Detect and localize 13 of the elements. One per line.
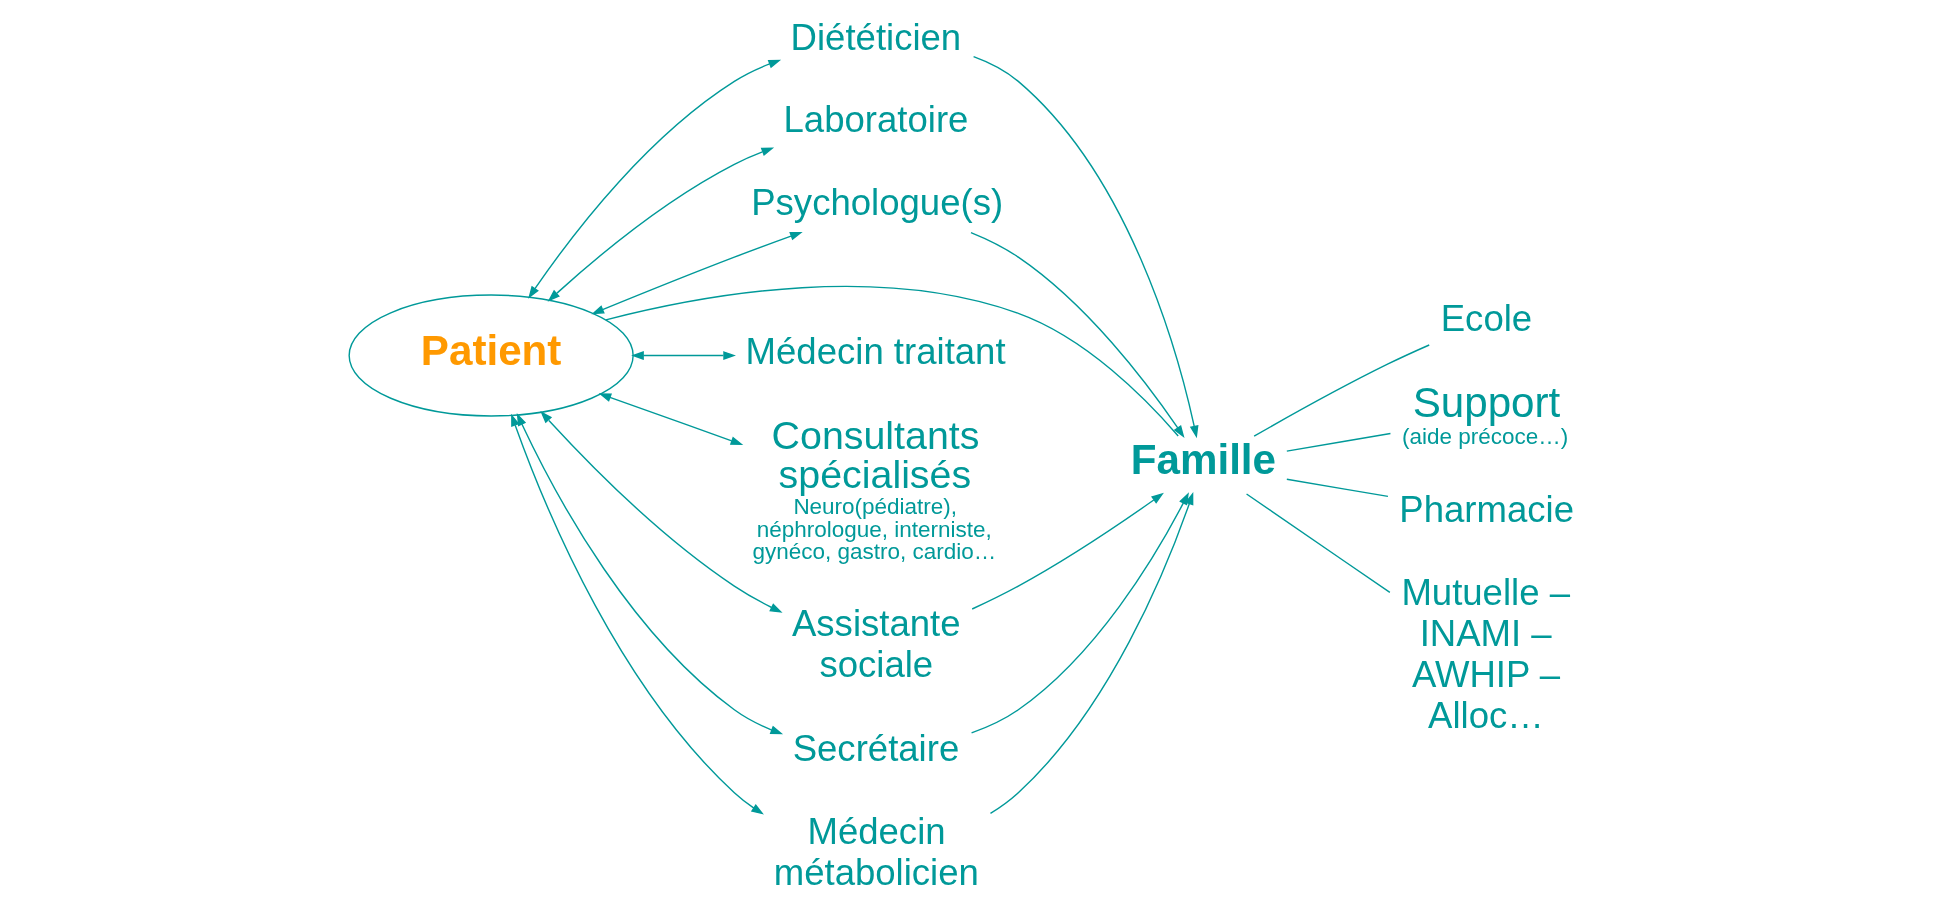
node-text: Médecin traitant <box>745 330 1006 372</box>
node-text: Psychologue(s) <box>751 181 1004 223</box>
node-text: Famille <box>1130 435 1277 483</box>
node-text: Mutuelle – INAMI – AWHIP – Alloc… <box>1401 571 1571 736</box>
node-text: Médecin métabolicien <box>773 810 979 893</box>
node-text: Ecole <box>1440 297 1533 339</box>
node-text: Diététicien <box>790 15 962 57</box>
node-text: Pharmacie <box>1399 488 1574 530</box>
node-text: Laboratoire <box>783 98 969 140</box>
node-text: Support (aide précoce…) <box>1402 378 1569 449</box>
node-text: Consultants spécialisés Neuro(pédiatre), néphrologue, interniste, gynéco, gastro, cardio… <box>752 412 997 564</box>
node-text: Assistante sociale <box>791 602 961 685</box>
node-text: Secrétaire <box>792 727 960 769</box>
